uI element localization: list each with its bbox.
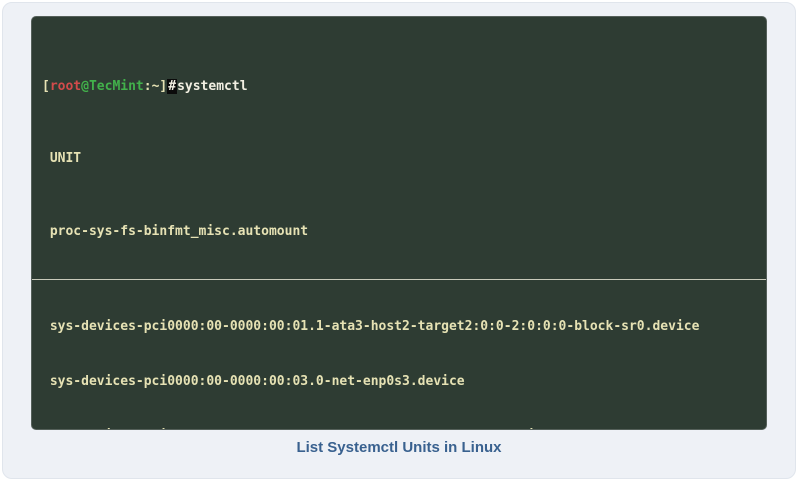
cursor-block: # — [167, 78, 178, 94]
prompt-user: root — [49, 78, 82, 94]
unit-line: sys-devices-pci0000:00-0000:00:01.1-ata3… — [49, 319, 700, 335]
unit-column-header: UNIT — [49, 151, 82, 167]
unit-line: sys-devices-pci0000:00-0000:00:03.0-net-… — [49, 373, 465, 389]
terminal-prompt-line: [root@TecMint:~]#systemctl — [42, 78, 756, 96]
terminal-window[interactable]: [root@TecMint:~]#systemctl UNIT proc-sys… — [31, 16, 767, 430]
prompt-host: @TecMint — [81, 78, 144, 94]
prompt-path: :~] — [143, 78, 168, 94]
unit-line: proc-sys-fs-binfmt_misc.automount — [49, 224, 309, 240]
pager-separator-line — [32, 278, 766, 280]
caption: List Systemctl Units in Linux — [296, 439, 502, 456]
prompt-command: systemctl — [177, 78, 248, 94]
unit-line: sys-devices-pci0000:00-0000:00:05.0-soun… — [42, 427, 756, 429]
prompt-bracket: [ — [42, 78, 50, 94]
